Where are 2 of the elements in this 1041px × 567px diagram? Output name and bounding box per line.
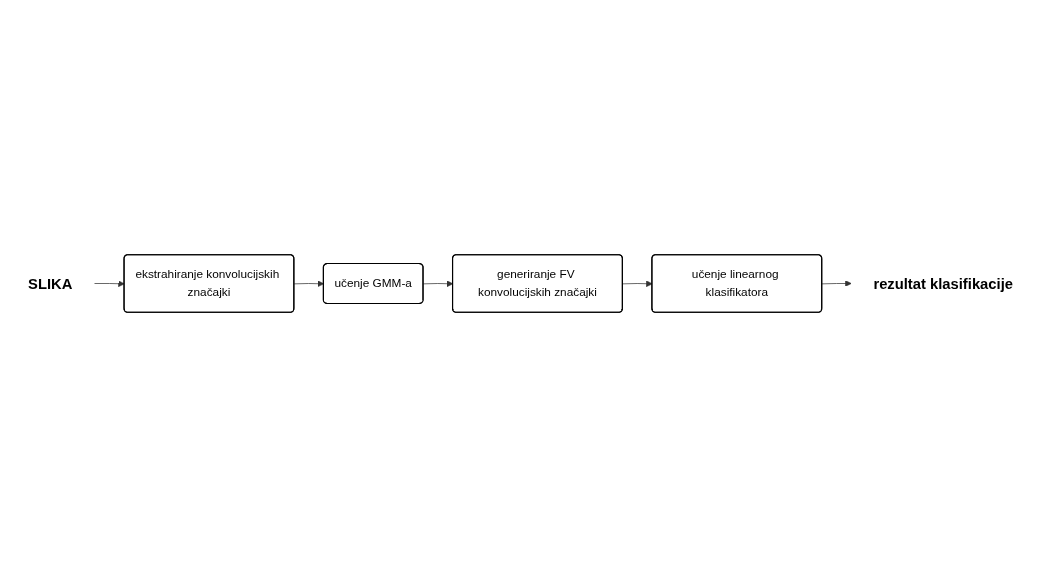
node-text: SLIKA bbox=[28, 275, 73, 292]
node-text: rezultat klasifikacije bbox=[873, 275, 1013, 292]
